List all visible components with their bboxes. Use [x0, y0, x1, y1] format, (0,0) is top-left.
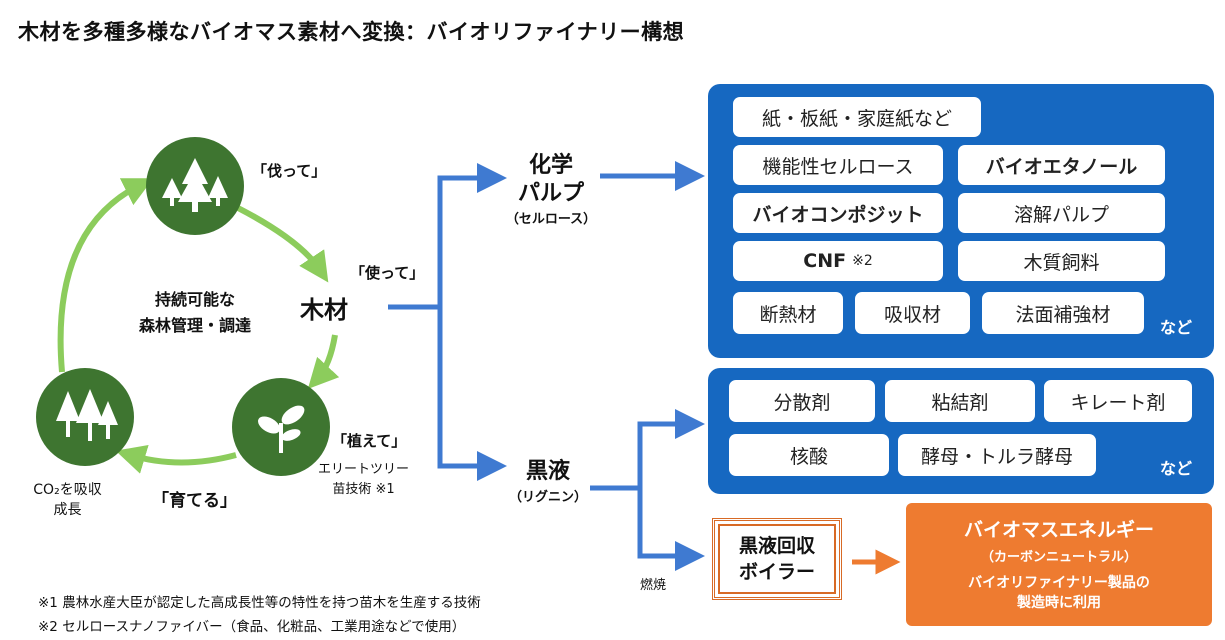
forest-circle-plant — [232, 378, 330, 476]
cycle-center-line2: 森林管理・調達 — [138, 316, 251, 335]
grow-label: 「育てる」 — [152, 491, 237, 511]
product-biocomposite: バイオコンポジット — [733, 193, 943, 233]
young-trees-icon — [56, 389, 118, 441]
co2-line2: 成長 — [53, 502, 82, 518]
cut-label: 「伐って」 — [252, 162, 327, 180]
recovery-boiler: 黒液回収 ボイラー — [712, 518, 842, 600]
cycle-arrow-grow-to-cut — [57, 178, 154, 373]
product-paper: 紙・板紙・家庭紙など — [733, 97, 981, 137]
plant-label: 「植えて」 — [332, 432, 407, 450]
biomass-energy-box: バイオマスエネルギー （カーボンニュートラル） バイオリファイナリー製品の 製造… — [906, 503, 1212, 626]
chemical-pulp-node: 化学 パルプ （セルロース） — [496, 152, 606, 227]
black-liquor-label: 黒液 — [525, 459, 570, 484]
boiler-inner-border — [718, 524, 836, 594]
arrow-to-black-liquor — [437, 307, 507, 481]
energy-title: バイオマスエネルギー — [963, 519, 1154, 541]
elite-tree-label: エリートツリー 苗技術 ※1 — [318, 460, 409, 500]
energy-usage: バイオリファイナリー製品の 製造時に利用 — [906, 573, 1212, 613]
boiler-line1: 黒液回収 — [738, 535, 815, 557]
product-nucleic-acid: 核酸 — [729, 434, 889, 476]
pulp-sub: （セルロース） — [505, 212, 597, 227]
forest-trees-icon — [162, 158, 228, 212]
product-cnf: CNF ※2 — [733, 241, 943, 281]
sprout-icon — [258, 405, 305, 453]
co2-label: CO₂を吸収 成長 — [20, 480, 115, 520]
combustion-label: 燃焼 — [640, 578, 667, 593]
black-liquor-node: 黒液 （リグニン） — [498, 458, 598, 505]
pulp-products-etc: など — [1160, 318, 1193, 337]
product-dissolving-pulp: 溶解パルプ — [958, 193, 1165, 233]
wood-node: 木材 — [300, 296, 348, 324]
use-label: 「使って」 — [350, 264, 425, 282]
pulp-line1: 化学 — [528, 153, 573, 178]
arrow-to-boiler — [637, 488, 705, 571]
page-title: 木材を多種多様なバイオマス素材へ変換：バイオリファイナリー構想 — [18, 20, 685, 44]
product-bioethanol: バイオエタノール — [958, 145, 1165, 185]
product-dispersant: 分散剤 — [729, 380, 875, 422]
black-liquor-sub: （リグニン） — [508, 490, 587, 505]
energy-subtitle: （カーボンニュートラル） — [980, 550, 1137, 565]
forest-circle-cut — [146, 137, 244, 235]
energy-usage-line1: バイオリファイナリー製品の — [968, 575, 1150, 591]
footnote-1: ※1 農林水産大臣が認定した高成長性等の特性を持つ苗木を生産する技術 — [38, 595, 481, 611]
elite-tree-line1: エリートツリー — [318, 462, 410, 477]
product-functional-cellulose: 機能性セルロース — [733, 145, 943, 185]
product-cnf-label: CNF — [803, 250, 847, 272]
co2-line1: CO₂を吸収 — [33, 482, 102, 498]
product-cnf-note: ※2 — [852, 253, 873, 269]
pulp-line2: パルプ — [517, 181, 584, 206]
footnote-2: ※2 セルロースナノファイバー（食品、化粧品、工業用途などで使用） — [38, 619, 466, 635]
elite-tree-line2: 苗技術 ※1 — [332, 482, 395, 497]
cycle-arrow-wood-to-plant — [307, 334, 340, 390]
lignin-products-etc: など — [1160, 459, 1193, 478]
cycle-center-line1: 持続可能な — [154, 290, 235, 309]
product-chelating-agent: キレート剤 — [1044, 380, 1192, 422]
boiler-line2: ボイラー — [738, 561, 815, 583]
product-absorbent: 吸収材 — [855, 292, 970, 334]
product-insulation: 断熱材 — [733, 292, 843, 334]
energy-usage-line2: 製造時に利用 — [1017, 595, 1101, 611]
product-yeast: 酵母・トルラ酵母 — [898, 434, 1096, 476]
product-binder: 粘結剤 — [885, 380, 1035, 422]
product-wood-feed: 木質飼料 — [958, 241, 1165, 281]
arrow-to-pulp — [437, 163, 507, 307]
cycle-center-text: 持続可能な 森林管理・調達 — [110, 287, 280, 339]
cycle-arrow-plant-to-grow — [115, 444, 237, 474]
cycle-arrow-cut-to-wood — [236, 205, 329, 283]
forest-circle-grow — [36, 368, 134, 466]
arrow-to-lignin-products — [637, 409, 705, 488]
product-slope-reinforcement: 法面補強材 — [982, 292, 1144, 334]
